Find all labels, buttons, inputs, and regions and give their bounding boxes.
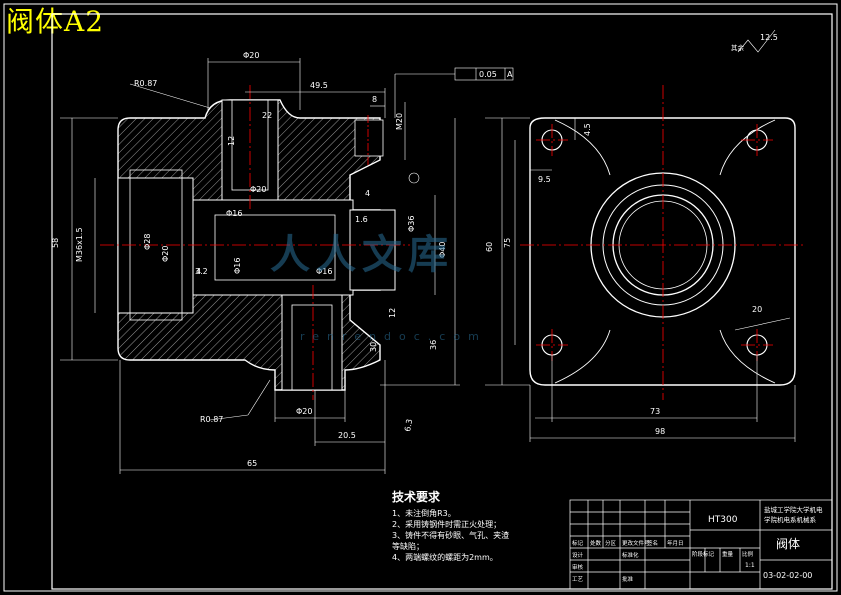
tb-cell: 签名 bbox=[647, 539, 658, 547]
tb-school: 盐城工学院大学机电 bbox=[764, 505, 823, 514]
dim-text: 65 bbox=[247, 459, 257, 468]
dim-text: 12 bbox=[388, 308, 397, 318]
tb-dept: 学院机电系机械系 bbox=[764, 515, 817, 524]
dim-text: 75 bbox=[503, 238, 512, 248]
dim-text: 20 bbox=[752, 305, 762, 314]
dim-text: Φ20 bbox=[250, 185, 266, 194]
tb-cell: 工艺 bbox=[572, 576, 584, 583]
dim-text: R0.87 bbox=[134, 79, 157, 88]
dim-text: 8 bbox=[372, 95, 377, 104]
dim-text: 4 bbox=[196, 267, 201, 276]
note-line: 4、两端螺纹的螺距为2mm。 bbox=[392, 553, 498, 562]
dim-text: 3.2 bbox=[195, 267, 208, 276]
end-view bbox=[485, 29, 805, 442]
dim-text: Φ20 bbox=[161, 246, 170, 262]
dim-text: R0.87 bbox=[200, 415, 223, 424]
dim-text: 20.5 bbox=[338, 431, 356, 440]
watermark-url: renrendoc.com bbox=[300, 330, 487, 343]
technical-notes: 技术要求 1、未注倒角R3。 2、采用铸钢件时需正火处理； 3、铸件不得有砂眼、… bbox=[392, 488, 509, 563]
tb-cell: 审核 bbox=[572, 563, 584, 571]
tb-cell: 阶段标记 bbox=[692, 550, 715, 558]
dim-text: Φ40 bbox=[438, 242, 447, 258]
note-line: 3、铸件不得有砂眼、气孔、夹渣 bbox=[392, 531, 510, 540]
tb-cell: 标准化 bbox=[622, 551, 639, 559]
note-line: 1、未注倒角R3。 bbox=[392, 509, 456, 518]
watermark-text: 人人文库 bbox=[270, 232, 454, 278]
tb-cell: 处数 bbox=[590, 539, 602, 547]
tb-scale: 1:1 bbox=[745, 562, 755, 569]
dim-text: Φ20 bbox=[296, 407, 312, 416]
flange-outline bbox=[529, 117, 796, 386]
note-line: 2、采用铸钢件时需正火处理； bbox=[392, 520, 502, 529]
dim-text: Φ16 bbox=[226, 209, 242, 218]
dim-text: 1.6 bbox=[355, 215, 368, 224]
dim-text: M20 bbox=[395, 113, 404, 130]
tb-cell: 更改文件号 bbox=[622, 539, 650, 547]
tb-cell: 设计 bbox=[572, 551, 584, 559]
dim-text: 12 bbox=[227, 136, 236, 146]
dim-text: Φ16 bbox=[233, 258, 242, 274]
dim-text: 30 bbox=[369, 342, 378, 352]
title-block bbox=[569, 499, 833, 590]
dim-text: 0.05 bbox=[479, 70, 497, 79]
dim-text: 4.5 bbox=[583, 123, 592, 136]
notes-heading: 技术要求 bbox=[392, 490, 441, 504]
dim-text: Φ16 bbox=[316, 267, 332, 276]
tb-drawing-code: 03-02-02-00 bbox=[763, 571, 812, 580]
tb-cell: 比例 bbox=[742, 550, 754, 558]
section-view bbox=[100, 85, 410, 400]
tb-cell: 重量 bbox=[722, 550, 734, 558]
dim-text: 6.3 bbox=[403, 418, 414, 432]
dim-text: Φ36 bbox=[407, 216, 416, 232]
tb-cell: 年月日 bbox=[667, 539, 684, 547]
tb-cell: 标记 bbox=[572, 539, 584, 547]
tb-part-name: 阀体 bbox=[776, 537, 800, 551]
drawing-title: 阀体A2 bbox=[6, 5, 105, 38]
dim-text: 12.5 bbox=[760, 33, 778, 42]
dim-text: 49.5 bbox=[310, 81, 328, 90]
dim-text: 36 bbox=[429, 340, 438, 350]
note-line: 等缺陷； bbox=[392, 542, 424, 551]
dim-text: A bbox=[507, 70, 513, 79]
dim-text: 73 bbox=[650, 407, 660, 416]
dim-text: 9.5 bbox=[538, 175, 551, 184]
tb-cell: 分区 bbox=[605, 539, 617, 547]
dim-text: 60 bbox=[485, 242, 494, 252]
left-bore bbox=[117, 177, 194, 314]
tb-material: HT300 bbox=[708, 515, 738, 525]
dim-text: 22 bbox=[262, 111, 272, 120]
dim-text: Φ20 bbox=[243, 51, 259, 60]
dim-text: 58 bbox=[51, 238, 60, 248]
right-bore bbox=[349, 209, 396, 291]
section-dimension-lines bbox=[51, 58, 514, 474]
outer-border bbox=[3, 3, 838, 592]
dim-text: 其余 bbox=[731, 43, 745, 52]
central-chamber bbox=[192, 199, 354, 296]
dim-text: 98 bbox=[655, 427, 665, 436]
dim-text: Φ28 bbox=[143, 234, 152, 250]
tb-cell: 批准 bbox=[622, 575, 634, 583]
dim-text: 4 bbox=[365, 189, 370, 198]
dim-text: M36x1.5 bbox=[75, 227, 84, 262]
